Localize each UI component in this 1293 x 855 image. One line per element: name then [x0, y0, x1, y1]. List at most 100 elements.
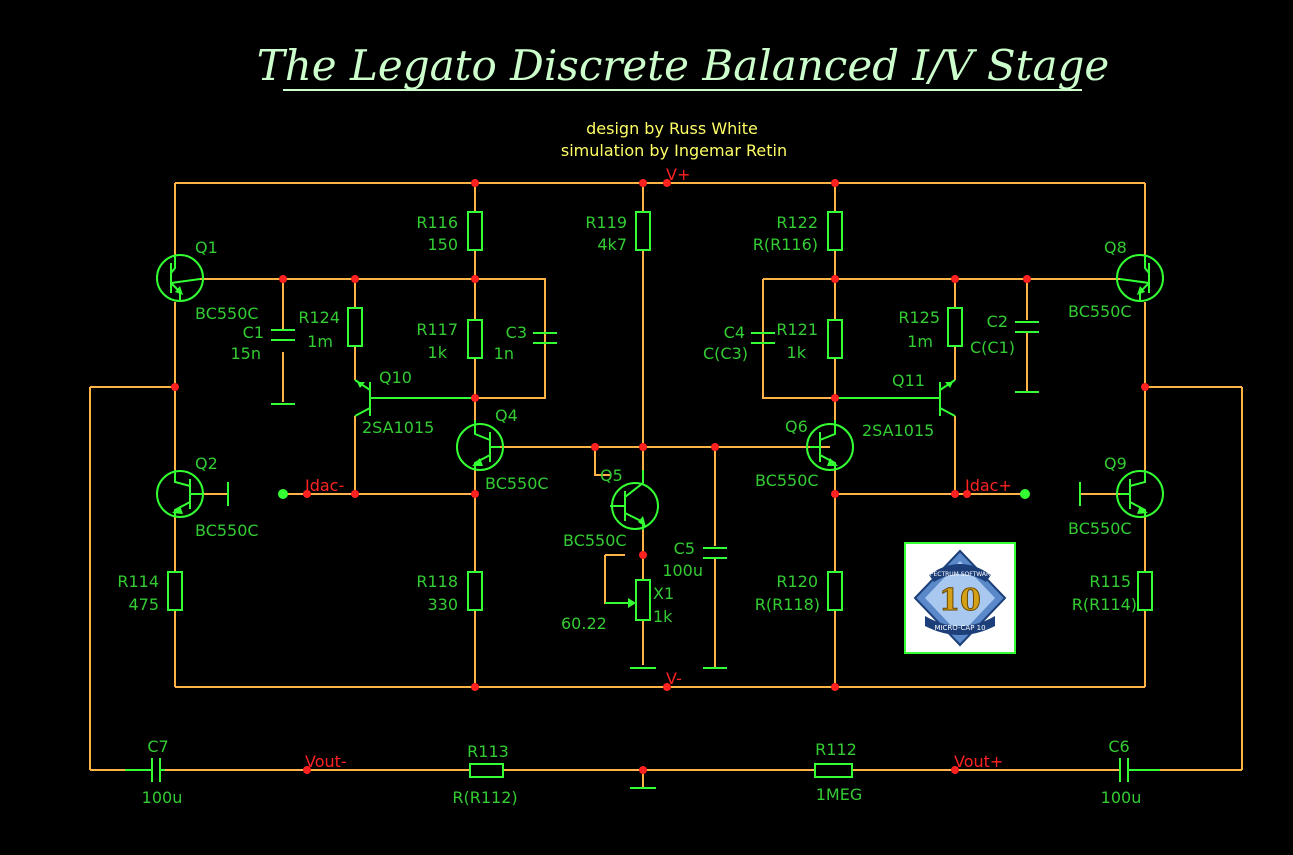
resistor-r115	[1137, 571, 1153, 611]
label-r115-name: R115	[1089, 572, 1131, 591]
capacitor-c4	[751, 332, 775, 344]
resistor-r112	[814, 763, 853, 778]
label-q6-value: BC550C	[755, 471, 819, 490]
label-x1-name: X1	[653, 584, 674, 603]
capacitor-c6	[1119, 758, 1160, 782]
label-q8-value: BC550C	[1068, 302, 1132, 321]
label-q8-name: Q8	[1104, 238, 1127, 257]
resistors	[167, 211, 1153, 778]
label-c6-name: C6	[1108, 737, 1129, 756]
label-r121-name: R121	[776, 320, 818, 339]
label-r117-value: 1k	[428, 343, 448, 362]
resistor-r114	[167, 571, 183, 611]
ground-symbols	[227, 391, 1081, 789]
capacitors	[125, 321, 1160, 782]
label-r125-name: R125	[898, 308, 940, 327]
label-r122-name: R122	[776, 213, 818, 232]
label-q2-value: BC550C	[195, 521, 259, 540]
label-r112-value: 1MEG	[816, 785, 863, 804]
label-q10-name: Q10	[379, 368, 412, 387]
logo-bottom-text: MICRO-CAP 10	[934, 624, 985, 632]
label-c4-name: C4	[724, 323, 745, 342]
logo-number: 10	[939, 583, 981, 618]
page-title: The Legato Discrete Balanced I/V Stage	[257, 41, 1110, 90]
label-r124-name: R124	[298, 308, 340, 327]
resistor-r121	[827, 319, 843, 359]
label-c6-value: 100u	[1101, 788, 1142, 807]
idac-plus-terminal	[1020, 489, 1030, 499]
label-r113-name: R113	[467, 742, 509, 761]
microcap-logo: SPECTRUM SOFTWARE 10 MICRO-CAP 10	[904, 542, 1016, 654]
label-r116-name: R116	[416, 213, 458, 232]
net-vminus: V-	[666, 669, 682, 688]
label-q1-name: Q1	[195, 238, 218, 257]
label-r115-value: R(R114)	[1072, 595, 1137, 614]
label-c1-name: C1	[243, 323, 264, 342]
transistor-q11	[835, 379, 956, 417]
label-c7-name: C7	[147, 737, 168, 756]
label-r117-name: R117	[416, 320, 458, 339]
label-r114-value: 475	[128, 595, 159, 614]
capacitor-c1	[271, 329, 295, 341]
label-q11-value: 2SA1015	[862, 421, 934, 440]
net-idac-plus: Idac+	[965, 476, 1012, 495]
component-labels: Q1 BC550C Q2 BC550C Q4 BC550C Q5 BC550C …	[117, 213, 1141, 807]
transistor-q2	[156, 470, 204, 518]
label-q2-name: Q2	[195, 454, 218, 473]
transistor-q5	[610, 470, 659, 530]
net-vplus: V+	[666, 165, 690, 184]
transistors	[156, 254, 1164, 530]
junction-dots	[171, 179, 1149, 774]
transistor-q10	[354, 379, 475, 417]
resistor-r120	[827, 571, 843, 611]
label-r113-value: R(R112)	[452, 788, 517, 807]
label-r114-name: R114	[117, 572, 159, 591]
label-r120-value: R(R118)	[755, 595, 820, 614]
transistor-q9	[1116, 470, 1164, 518]
label-c2-value: C(C1)	[970, 338, 1015, 357]
label-q9-value: BC550C	[1068, 519, 1132, 538]
label-q6-name: Q6	[785, 417, 808, 436]
label-c5-value: 100u	[662, 561, 703, 580]
idac-minus-terminal	[278, 489, 288, 499]
label-r119-value: 4k7	[597, 235, 627, 254]
resistor-r118	[467, 571, 483, 611]
capacitor-c3	[533, 332, 557, 344]
resistor-r119	[635, 211, 651, 251]
label-r119-name: R119	[585, 213, 627, 232]
label-q9-name: Q9	[1104, 454, 1127, 473]
label-x1-setting: 60.22	[561, 614, 607, 633]
label-q4-name: Q4	[495, 406, 518, 425]
label-r122-value: R(R116)	[753, 235, 818, 254]
label-r118-value: 330	[427, 595, 458, 614]
label-r120-name: R120	[776, 572, 818, 591]
label-q5-name: Q5	[600, 466, 623, 485]
net-vout-plus: Vout+	[954, 752, 1003, 771]
label-c1-value: 15n	[231, 344, 262, 363]
transistor-q6	[806, 420, 854, 471]
label-q4-value: BC550C	[485, 474, 549, 493]
label-c3-value: 1n	[494, 344, 514, 363]
design-credit: design by Russ White	[586, 119, 758, 138]
simulation-credit: simulation by Ingemar Retin	[561, 141, 787, 160]
label-q5-value: BC550C	[563, 531, 627, 550]
label-r124-value: 1m	[307, 332, 333, 351]
transistor-q4	[456, 420, 504, 471]
label-r112-name: R112	[815, 740, 857, 759]
label-c7-value: 100u	[142, 788, 183, 807]
capacitor-c2	[1015, 321, 1039, 333]
wires	[89, 182, 1243, 788]
net-idac-minus: Idac-	[305, 476, 344, 495]
net-vout-minus: Vout-	[305, 752, 347, 771]
label-c3-name: C3	[506, 323, 527, 342]
logo-top-text: SPECTRUM SOFTWARE	[926, 571, 994, 578]
capacitor-c7	[125, 758, 165, 782]
label-q1-value: BC550C	[195, 304, 259, 323]
capacitor-c5	[703, 547, 727, 559]
label-r125-value: 1m	[907, 332, 933, 351]
resistor-r117	[467, 319, 483, 359]
label-c4-value: C(C3)	[703, 344, 748, 363]
label-c5-name: C5	[674, 539, 695, 558]
potentiometer-x1	[605, 579, 651, 621]
